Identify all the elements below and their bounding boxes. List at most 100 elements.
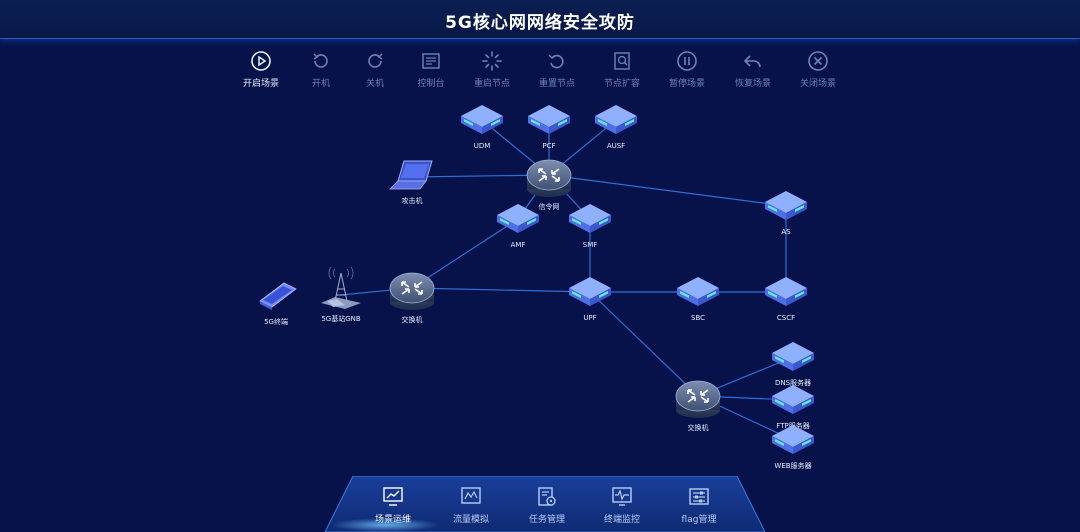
link-attacker-signal bbox=[411, 174, 550, 178]
toolbar-reboot-button[interactable]: 重启节点 bbox=[457, 50, 527, 89]
toolbar-poweroff-button[interactable]: 关机 bbox=[340, 50, 410, 89]
node-label: AS bbox=[781, 228, 791, 236]
nav-label: 终端监控 bbox=[603, 515, 640, 525]
node-udm[interactable]: UDM bbox=[461, 105, 503, 150]
node-ftp[interactable]: FTP服务器 bbox=[772, 385, 814, 430]
server-icon bbox=[461, 105, 503, 134]
server-icon bbox=[569, 204, 611, 233]
toolbar-expand-button[interactable]: 节点扩容 bbox=[587, 50, 657, 89]
toolbar-console-button[interactable]: 控制台 bbox=[396, 50, 466, 89]
toolbar-label: 重启节点 bbox=[473, 79, 510, 89]
nav-flag-tab[interactable]: flag管理 bbox=[664, 486, 734, 525]
node-as[interactable]: AS bbox=[765, 191, 807, 236]
toolbar-label: 关机 bbox=[365, 79, 384, 89]
router-icon bbox=[389, 272, 435, 310]
node-label: UPF bbox=[583, 314, 596, 322]
toolbar-close-button[interactable]: 关闭场景 bbox=[783, 50, 853, 89]
monitor-chart-icon bbox=[383, 487, 403, 506]
toolbar-label: 开机 bbox=[311, 79, 330, 89]
page-title: 5G核心网网络安全攻防 bbox=[445, 13, 635, 33]
node-attacker[interactable]: 攻击机 bbox=[389, 160, 433, 205]
node-label: AMF bbox=[511, 241, 526, 249]
console-icon bbox=[422, 53, 440, 69]
toolbar-label: 控制台 bbox=[417, 79, 445, 89]
toolbar-label: 重置节点 bbox=[538, 79, 575, 89]
node-upf[interactable]: UPF bbox=[569, 277, 611, 322]
toolbar-resume-button[interactable]: 恢复场景 bbox=[718, 50, 788, 89]
toolbar-label: 恢复场景 bbox=[734, 79, 771, 89]
terminal-monitor-icon bbox=[612, 487, 632, 506]
server-icon bbox=[765, 191, 807, 220]
toolbar-label: 关闭场景 bbox=[799, 79, 836, 89]
node-label: 5G终端 bbox=[264, 317, 288, 326]
node-amf[interactable]: AMF bbox=[497, 204, 539, 249]
node-terminal[interactable]: 5G终端 bbox=[259, 282, 297, 326]
link-signal-as bbox=[548, 174, 787, 207]
link-amf-switch1 bbox=[411, 218, 519, 289]
node-pcf[interactable]: PCF bbox=[528, 105, 570, 150]
toolbar-poweron-button[interactable]: 开机 bbox=[286, 50, 356, 89]
toolbar-reset-button[interactable]: 重置节点 bbox=[522, 50, 592, 89]
laptop-icon bbox=[389, 160, 433, 190]
task-gear-icon bbox=[538, 487, 556, 506]
tower-icon bbox=[321, 266, 361, 309]
node-label: 攻击机 bbox=[402, 196, 423, 205]
loading-icon bbox=[482, 51, 502, 71]
pause-icon bbox=[677, 51, 697, 71]
server-icon bbox=[569, 277, 611, 306]
node-label: SBC bbox=[691, 314, 705, 322]
server-icon bbox=[772, 425, 814, 454]
server-icon bbox=[677, 277, 719, 306]
link-switch1-upf bbox=[411, 287, 591, 293]
undo-icon bbox=[743, 55, 761, 68]
server-icon bbox=[595, 105, 637, 134]
node-label: WEB服务器 bbox=[774, 461, 811, 470]
router-icon bbox=[675, 380, 721, 418]
node-label: 信令网 bbox=[539, 202, 560, 211]
nav-task-tab[interactable]: 任务管理 bbox=[512, 486, 582, 525]
node-dns[interactable]: DNS服务器 bbox=[772, 342, 814, 387]
node-label: SMF bbox=[583, 241, 598, 249]
node-signal[interactable]: 信令网 bbox=[526, 159, 572, 211]
node-label: CSCF bbox=[777, 314, 795, 322]
power-on-icon bbox=[313, 53, 328, 68]
server-icon bbox=[772, 342, 814, 371]
nav-label: flag管理 bbox=[681, 515, 717, 525]
node-label: 5G基站GNB bbox=[321, 314, 361, 323]
link-upf-switch2 bbox=[589, 291, 699, 397]
node-cscf[interactable]: CSCF bbox=[765, 277, 807, 322]
node-label: UDM bbox=[474, 142, 491, 150]
nav-traffic-tab[interactable]: 流量模拟 bbox=[436, 486, 506, 525]
traffic-chart-icon bbox=[461, 487, 481, 504]
toolbar-label: 节点扩容 bbox=[603, 79, 640, 89]
scene-toolbar: 开启场景 开机 关机 控制台 重启节点 重置节点 节点扩容 暂停场景 恢复场景 关闭场景 bbox=[0, 50, 1080, 94]
nav-label: 任务管理 bbox=[528, 515, 565, 525]
node-label: PCF bbox=[542, 142, 555, 150]
server-icon bbox=[765, 277, 807, 306]
toolbar-pause-button[interactable]: 暂停场景 bbox=[652, 50, 722, 89]
toolbar-label: 开启场景 bbox=[242, 79, 279, 89]
topology-links bbox=[340, 119, 794, 441]
node-label: AUSF bbox=[607, 142, 625, 150]
node-gnb[interactable]: 5G基站GNB bbox=[321, 266, 361, 323]
server-icon bbox=[772, 385, 814, 414]
router-icon bbox=[526, 159, 572, 197]
node-ausf[interactable]: AUSF bbox=[595, 105, 637, 150]
active-nav-glow bbox=[330, 518, 440, 532]
node-web[interactable]: WEB服务器 bbox=[772, 425, 814, 470]
close-icon bbox=[808, 51, 828, 71]
node-switch2[interactable]: 交换机 bbox=[675, 380, 721, 432]
node-sbc[interactable]: SBC bbox=[677, 277, 719, 322]
reset-icon bbox=[548, 54, 564, 69]
toolbar-start-button[interactable]: 开启场景 bbox=[226, 50, 296, 89]
toolbar-label: 暂停场景 bbox=[668, 79, 705, 89]
flag-settings-icon bbox=[689, 488, 709, 505]
nav-terminal-mon-tab[interactable]: 终端监控 bbox=[587, 486, 657, 525]
node-smf[interactable]: SMF bbox=[569, 204, 611, 249]
node-switch1[interactable]: 交换机 bbox=[389, 272, 435, 324]
expand-icon bbox=[614, 52, 630, 70]
node-label: 交换机 bbox=[688, 423, 709, 432]
play-icon bbox=[251, 51, 271, 71]
phone-icon bbox=[259, 282, 297, 310]
